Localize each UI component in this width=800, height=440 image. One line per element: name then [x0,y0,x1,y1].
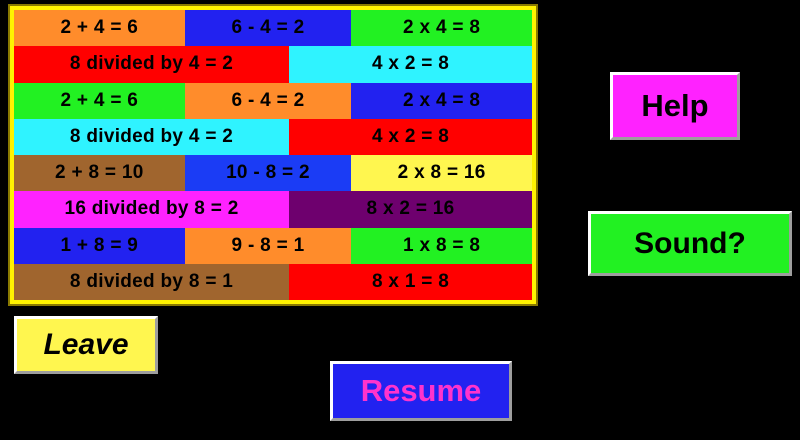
fact-cell[interactable]: 1 x 8 = 8 [351,227,532,264]
fact-grid: 2 + 4 = 6 6 - 4 = 2 2 x 4 = 8 8 divided … [8,4,538,306]
fact-cell[interactable]: 8 divided by 4 = 2 [14,118,290,155]
fact-cell[interactable]: 8 divided by 8 = 1 [14,263,290,300]
fact-cell[interactable]: 2 + 4 = 6 [14,10,185,47]
fact-cell[interactable]: 4 x 2 = 8 [289,118,532,155]
leave-button[interactable]: Leave [14,316,158,374]
fact-cell[interactable]: 8 x 2 = 16 [289,191,532,228]
fact-cell[interactable]: 2 x 8 = 16 [351,155,532,192]
fact-cell[interactable]: 9 - 8 = 1 [184,227,352,264]
fact-row: 8 divided by 8 = 1 8 x 1 = 8 [14,263,532,300]
fact-cell[interactable]: 8 x 1 = 8 [289,263,532,300]
fact-cell[interactable]: 6 - 4 = 2 [184,82,352,119]
fact-cell[interactable]: 2 x 4 = 8 [351,10,532,47]
fact-row: 1 + 8 = 9 9 - 8 = 1 1 x 8 = 8 [14,227,532,264]
fact-grid-inner: 2 + 4 = 6 6 - 4 = 2 2 x 4 = 8 8 divided … [14,10,532,300]
fact-cell[interactable]: 16 divided by 8 = 2 [14,191,290,228]
fact-row: 2 + 8 = 10 10 - 8 = 2 2 x 8 = 16 [14,155,532,192]
fact-row: 8 divided by 4 = 2 4 x 2 = 8 [14,118,532,155]
fact-cell[interactable]: 2 x 4 = 8 [351,82,532,119]
sound-button[interactable]: Sound? [588,211,792,276]
fact-cell[interactable]: 8 divided by 4 = 2 [14,46,290,83]
fact-cell[interactable]: 2 + 8 = 10 [14,155,185,192]
fact-row: 2 + 4 = 6 6 - 4 = 2 2 x 4 = 8 [14,10,532,47]
resume-button[interactable]: Resume [330,361,512,421]
fact-row: 16 divided by 8 = 2 8 x 2 = 16 [14,191,532,228]
help-button[interactable]: Help [610,72,740,140]
fact-cell[interactable]: 10 - 8 = 2 [184,155,352,192]
fact-cell[interactable]: 6 - 4 = 2 [184,10,352,47]
fact-cell[interactable]: 1 + 8 = 9 [14,227,185,264]
fact-row: 2 + 4 = 6 6 - 4 = 2 2 x 4 = 8 [14,82,532,119]
fact-cell[interactable]: 4 x 2 = 8 [289,46,532,83]
fact-cell[interactable]: 2 + 4 = 6 [14,82,185,119]
fact-row: 8 divided by 4 = 2 4 x 2 = 8 [14,46,532,83]
